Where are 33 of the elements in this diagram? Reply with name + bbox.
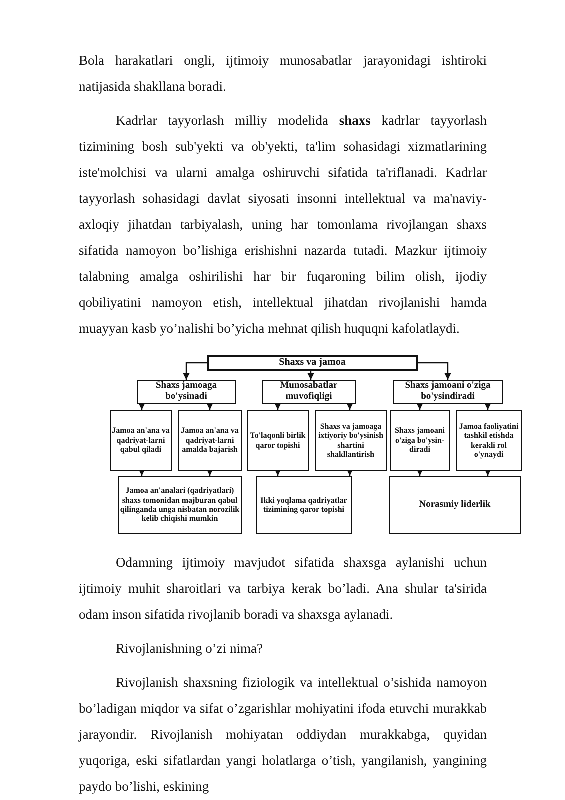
paragraph: Kadrlar tayyorlash milliy modelida shaxs kadrlar tayyorlash tizimining bosh sub'yekti va ob'yekti, ta'lim sohasidagi xizmatlarining iste'molchisi va ularni amalga oshiruvchi sifatida ta'riflanadi. Kadrlar tayyorlash sohasidagi davlat siyosati insonni intellektual va ma'naviy-axloqiy jihatdan tarbiyalash, uning har tomonlama rivojlangan shaxs sifatida namoyon bo’lishiga erishishni nazarda tutadi. Mazkur ijtimoiy talabning amalga oshirilishi har bir fuqaroning bilim olish, ijodiy qobiliyatini namoyon etish, intellektual jihatdan rivojlanishi hamda muayyan kasb yo’nalishi bo’yicha mehnat qilish huquqni kafolatlaydi. bbox=[79, 112, 487, 338]
arrow bbox=[484, 402, 492, 410]
title-box: Shaxs va jamoa bbox=[207, 355, 418, 371]
paragraph: Rivojlanish shaxsning fiziologik va intellektual o’sishida namoyon bo’ladigan miqdor va sifat o’zgarishlar mohiyatini ifoda etuvchi murakkab jarayondir. Rivojlanish mohiyatan oddiydan murakkabga, quyidan yuqoriga, eski sifatlardan yangi holatlarga o’tish, yangilanish, yangining paydo bo’lishi, eskining bbox=[79, 674, 487, 796]
arrow bbox=[182, 362, 207, 380]
concept-box: Jamoa an'ana va qadriyat-larni amalda bajarish bbox=[178, 410, 242, 471]
paragraph: Rivojlanishning o’zi nima? bbox=[115, 640, 264, 658]
concept-box: Jamoa faoliyatini tashkil etishda kerakli rol o'ynaydi bbox=[456, 410, 522, 471]
arrow bbox=[206, 468, 214, 476]
concept-box: Shaxs jamoani o'ziga bo'ysin-diradi bbox=[390, 410, 450, 471]
arrow bbox=[484, 468, 492, 476]
arrow bbox=[346, 468, 354, 476]
paragraph: Bola harakatlari ongli, ijtimoiy munosabatlar jarayonidagi ishtiroki natijasida shakllana boradi. bbox=[79, 52, 487, 96]
concept-box: Norasmiy liderlik bbox=[389, 476, 521, 534]
concept-box: Jamoa an'ana va qadriyat-larni qabul qiladi bbox=[110, 410, 172, 471]
arrow bbox=[206, 402, 214, 410]
arrow bbox=[138, 468, 146, 476]
arrow bbox=[346, 402, 354, 410]
concept-box: Shaxs va jamoaga ixtiyoriy bo'ysinish shartini shakllantirish bbox=[315, 410, 387, 471]
concept-box: Jamoa an'analari (qadriyatlari) shaxs tomonidan majburan qabul qilinganda unga nisbatan norozilik kelib chiqishi mumkin bbox=[118, 476, 242, 534]
concept-box: To'laqonli birlik qaror topishi bbox=[247, 410, 309, 471]
arrow bbox=[418, 362, 452, 380]
arrow bbox=[274, 468, 282, 476]
concept-box: Shaxs jamoani o'ziga bo'ysindiradi bbox=[393, 380, 503, 404]
paragraph: Odamning ijtimoiy mavjudot sifatida shaxsga aylanishi uchun ijtimoiy muhit sharoitlari va tarbiya kerak bo’ladi. Ana shular ta'sirida odam inson sifatida rivojlanib boradi va shaxsga aylanadi. bbox=[79, 554, 487, 624]
arrow bbox=[416, 402, 424, 410]
arrow bbox=[138, 402, 146, 410]
concept-box: Shaxs jamoaga bo'ysinadi bbox=[137, 380, 236, 404]
arrow bbox=[307, 371, 315, 380]
arrow bbox=[274, 402, 282, 410]
concept-box: Munosabatlar muvofiqligi bbox=[262, 380, 356, 404]
arrow bbox=[416, 468, 424, 476]
concept-box: Ikki yoqlama qadriyatlar tizimining qaror topishi bbox=[256, 476, 352, 534]
